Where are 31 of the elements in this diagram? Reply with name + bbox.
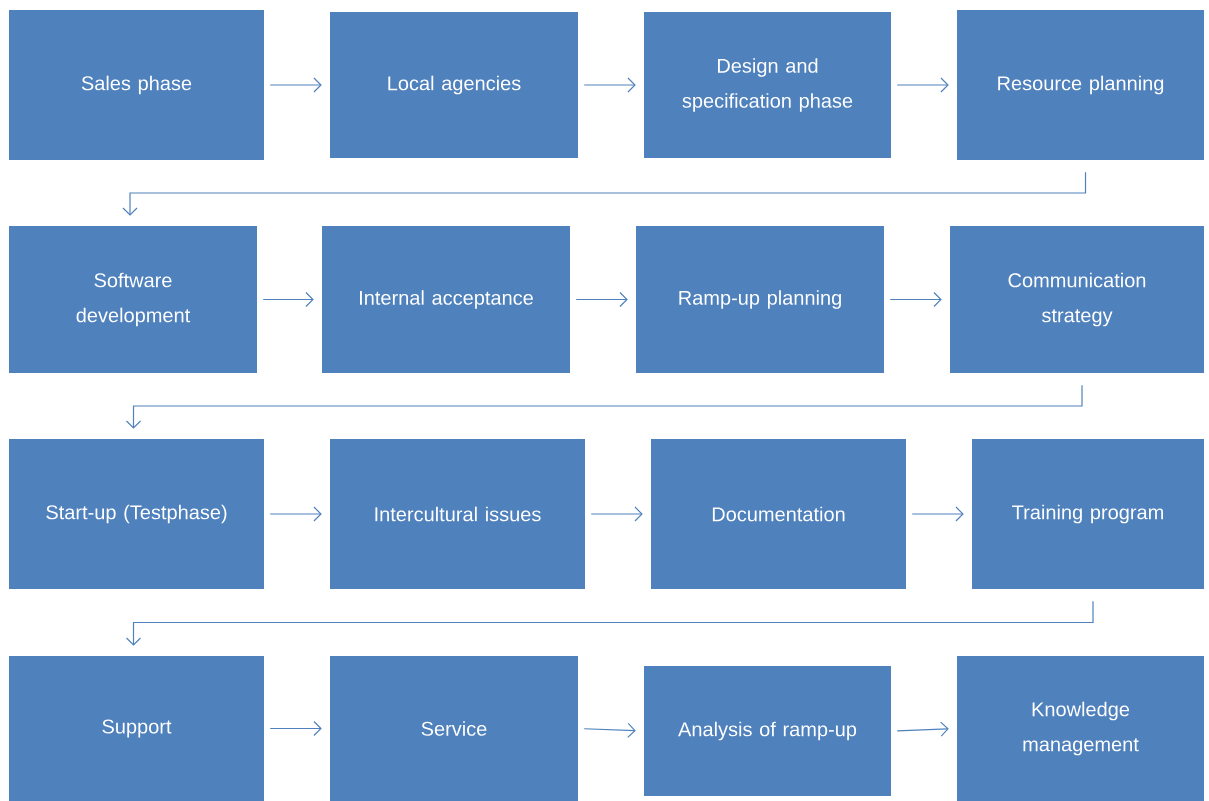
process-box: Knowledge management <box>957 656 1204 801</box>
arrow <box>575 291 628 308</box>
process-box: Software development <box>9 226 257 373</box>
process-box: Local agencies <box>330 12 578 158</box>
process-box: Internal acceptance <box>322 226 570 373</box>
arrow <box>269 720 322 737</box>
process-box: Training program <box>972 439 1204 589</box>
process-box: Support <box>9 656 264 801</box>
arrow <box>269 77 322 93</box>
arrow <box>889 291 942 308</box>
process-box: Ramp-up planning <box>636 226 884 373</box>
arrow <box>896 77 949 93</box>
arrow <box>590 506 643 522</box>
process-box: Communication strategy <box>950 226 1204 373</box>
arrow <box>583 77 636 93</box>
process-box: Analysis of ramp-up <box>644 666 891 796</box>
arrow <box>125 600 1094 646</box>
process-box: Intercultural issues <box>330 439 585 589</box>
process-box: Service <box>330 656 578 801</box>
arrow <box>262 291 314 308</box>
process-box: Design and specification phase <box>644 12 891 158</box>
process-box: Start-up (Testphase) <box>9 439 264 589</box>
arrow <box>911 506 964 522</box>
arrow <box>122 171 1087 216</box>
process-box: Resource planning <box>957 10 1204 160</box>
arrow <box>583 722 636 738</box>
arrow <box>896 721 949 737</box>
arrow <box>125 384 1083 429</box>
process-box: Sales phase <box>9 10 264 160</box>
process-box: Documentation <box>651 439 906 589</box>
arrow <box>269 506 322 522</box>
